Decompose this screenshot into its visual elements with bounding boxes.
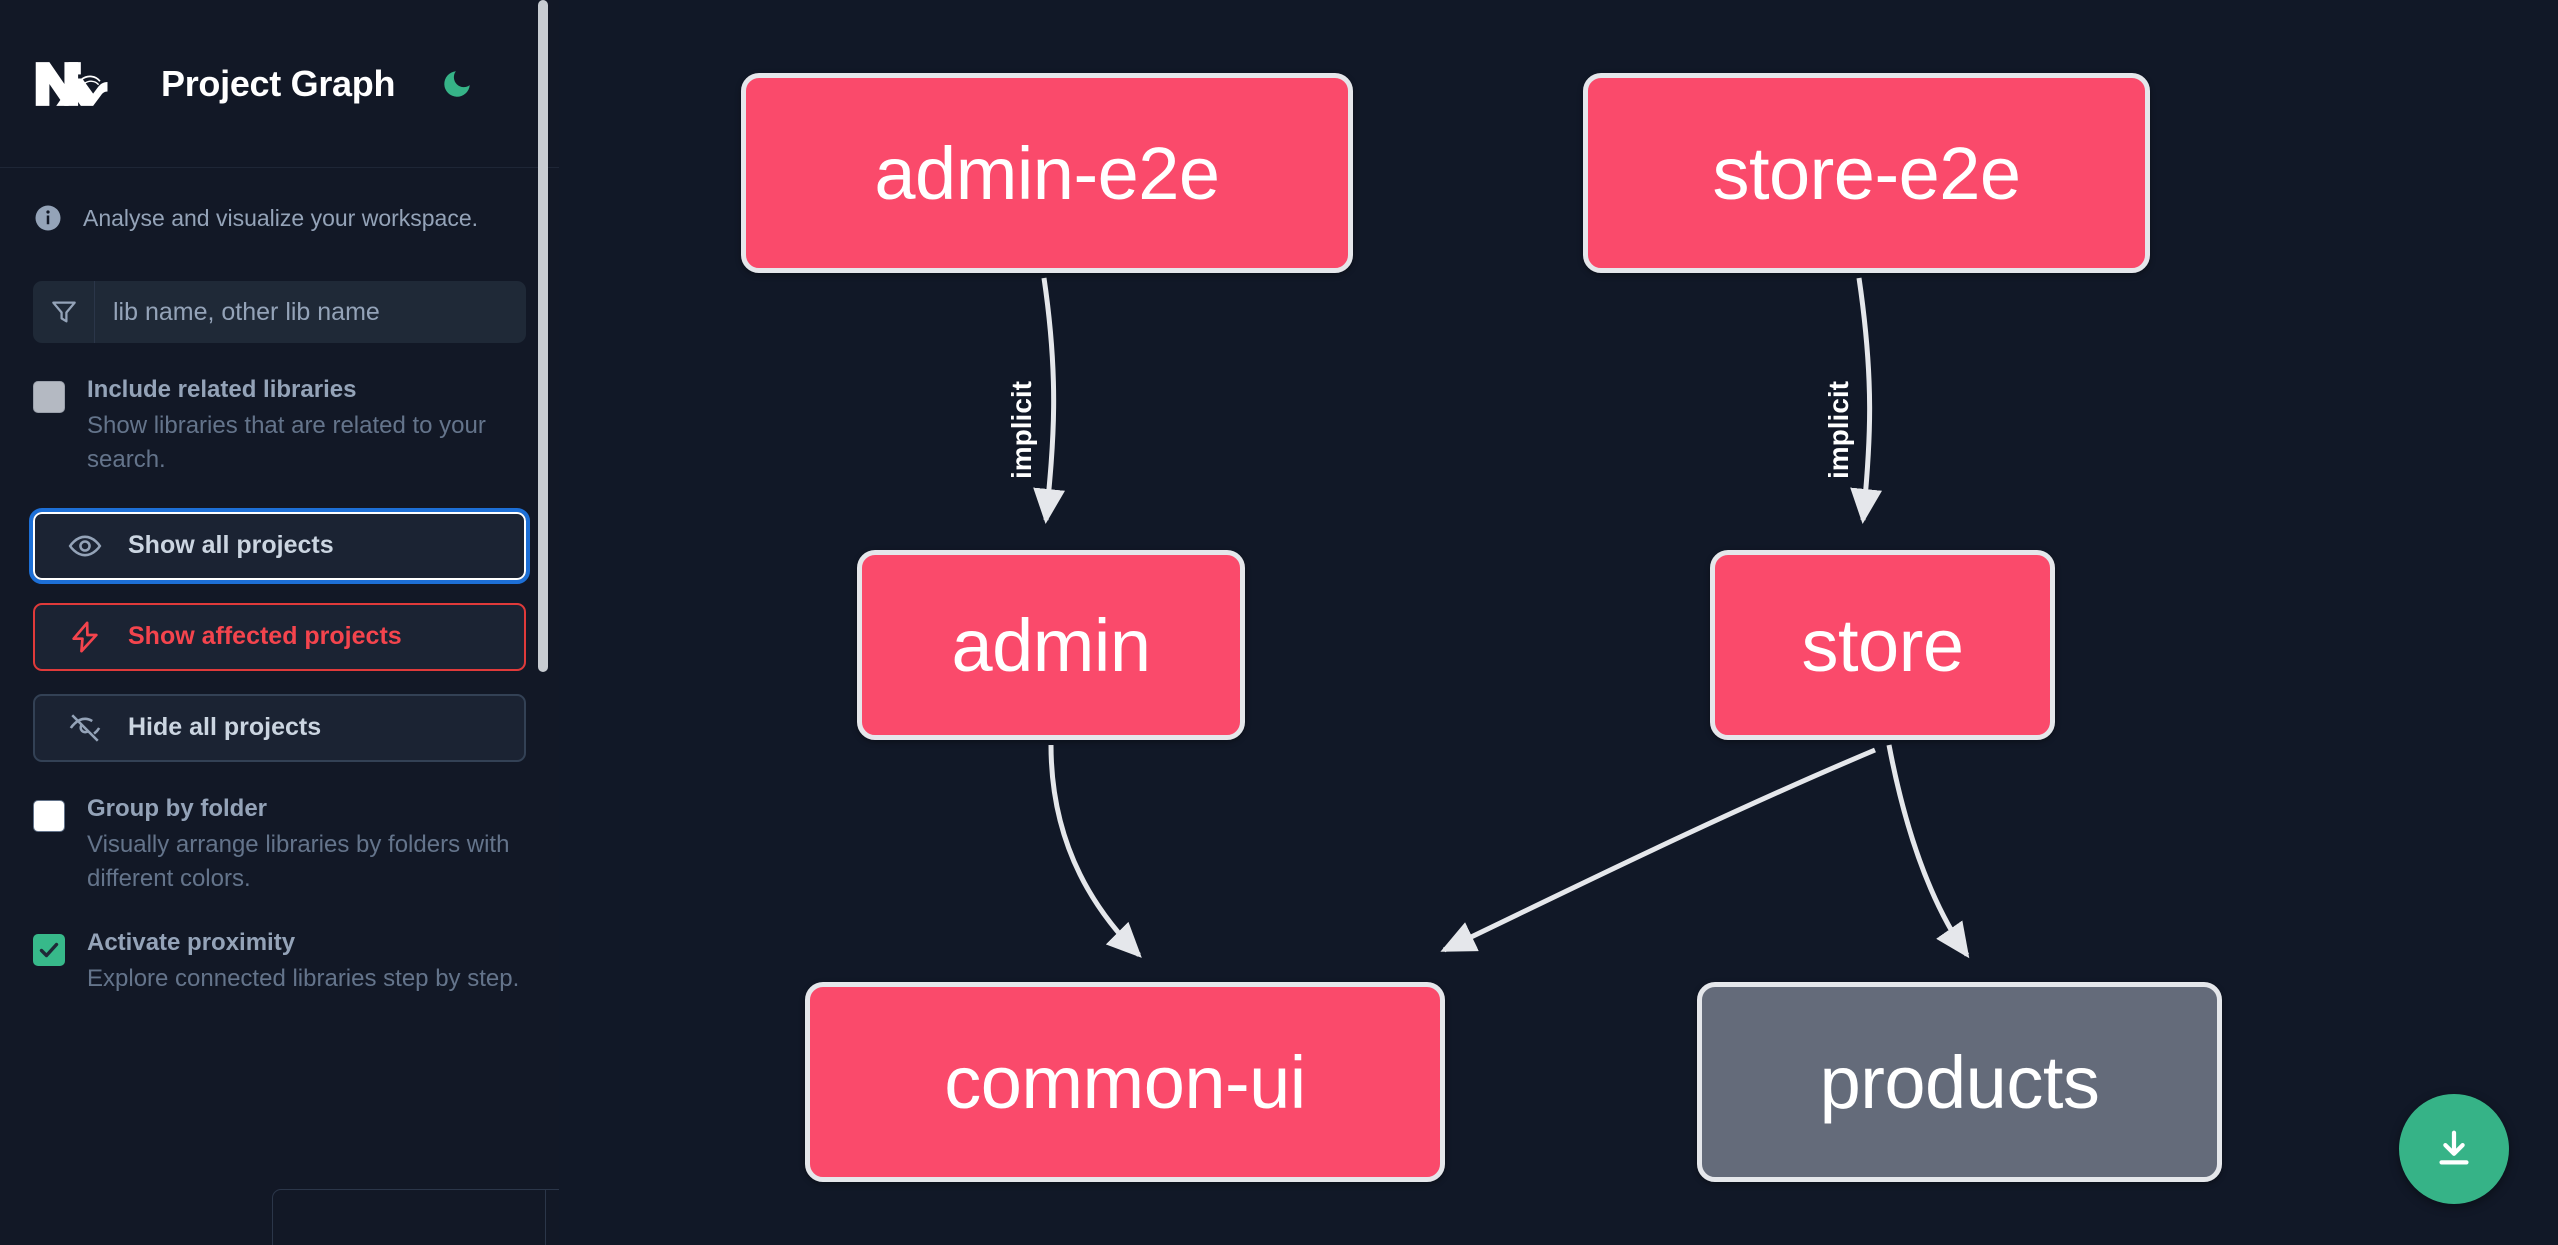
show-affected-projects-button[interactable]: Show affected projects bbox=[33, 602, 526, 671]
search-bar[interactable] bbox=[33, 281, 526, 343]
page-title: Project Graph bbox=[161, 62, 396, 104]
sidebar-scrollbar-thumb[interactable] bbox=[538, 0, 548, 672]
eye-off-icon bbox=[69, 713, 101, 742]
nx-logo-icon bbox=[33, 58, 115, 110]
option-description: Show libraries that are related to your … bbox=[87, 412, 486, 474]
sidebar-header: Project Graph bbox=[0, 0, 559, 168]
graph-node-products[interactable]: products bbox=[1697, 982, 2222, 1182]
graph-node-admin-e2e[interactable]: admin-e2e bbox=[741, 73, 1353, 273]
checkbox-activate-proximity[interactable] bbox=[33, 934, 65, 967]
sidebar-bottom-panel bbox=[272, 1189, 559, 1245]
button-label: Hide all projects bbox=[128, 713, 322, 742]
sidebar-bottom-panel-divider bbox=[545, 1189, 559, 1245]
download-icon bbox=[2439, 1130, 2469, 1165]
graph-node-store[interactable]: store bbox=[1710, 550, 2055, 740]
button-label: Show affected projects bbox=[128, 622, 402, 651]
edge-label-implicit-admin: implicit bbox=[1006, 380, 1037, 480]
option-description: Explore connected libraries step by step… bbox=[87, 965, 520, 993]
eye-icon bbox=[68, 535, 102, 557]
option-label: Group by folder bbox=[87, 794, 267, 822]
tagline-text: Analyse and visualize your workspace. bbox=[83, 204, 479, 231]
button-label: Show all projects bbox=[128, 531, 334, 560]
download-image-button[interactable] bbox=[2399, 1094, 2509, 1204]
checkbox-group-by-folder[interactable] bbox=[33, 799, 65, 832]
checkbox-include-related-libraries[interactable] bbox=[33, 381, 65, 413]
graph-node-store-e2e[interactable]: store-e2e bbox=[1583, 73, 2150, 273]
lightning-icon bbox=[72, 621, 98, 653]
search-input[interactable] bbox=[95, 281, 526, 343]
edge-admin-e2e-admin bbox=[1033, 277, 1066, 524]
graph-node-common-ui[interactable]: common-ui bbox=[805, 982, 1445, 1182]
edge-store-e2e-store bbox=[1850, 277, 1883, 524]
edge-label-implicit-store: implicit bbox=[1823, 380, 1854, 480]
info-icon bbox=[33, 203, 63, 233]
projects-button-group: Show all projects Show affected projects… bbox=[0, 507, 559, 762]
edge-store-products bbox=[1886, 744, 1970, 959]
filter-icon bbox=[33, 281, 95, 343]
check-icon bbox=[39, 942, 59, 958]
sidebar: Project Graph Analyse and visualize your… bbox=[0, 0, 559, 1245]
edge-admin-common-ui bbox=[1048, 744, 1142, 958]
graph-canvas[interactable]: implicit implicit admin-e2e store-e2e ad… bbox=[559, 0, 2558, 1245]
hide-all-projects-button[interactable]: Hide all projects bbox=[33, 693, 526, 762]
sidebar-tagline: Analyse and visualize your workspace. bbox=[0, 168, 559, 268]
moon-icon[interactable] bbox=[437, 64, 477, 104]
graph-node-admin[interactable]: admin bbox=[857, 550, 1245, 740]
option-label: Activate proximity bbox=[87, 929, 296, 957]
option-include-related-libraries[interactable]: Include related libraries Show libraries… bbox=[0, 376, 559, 478]
option-description: Visually arrange libraries by folders wi… bbox=[87, 830, 510, 893]
option-label: Include related libraries bbox=[87, 376, 357, 403]
option-activate-proximity[interactable]: Activate proximity Explore connected lib… bbox=[0, 929, 559, 996]
option-group-by-folder[interactable]: Group by folder Visually arrange librari… bbox=[0, 794, 559, 897]
edge-store-common-ui bbox=[1440, 747, 1876, 953]
show-all-projects-button[interactable]: Show all projects bbox=[29, 507, 530, 584]
